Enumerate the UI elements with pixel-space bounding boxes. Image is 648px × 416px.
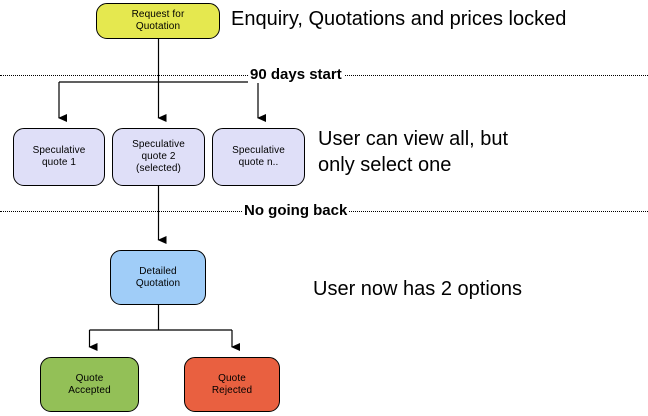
- node-detailed-quotation[interactable]: Detailed Quotation: [110, 250, 206, 305]
- annotation-phase-2: User can view all, but only select one: [318, 128, 509, 176]
- node-speculative-quote-1[interactable]: Speculative quote 1: [13, 128, 105, 186]
- annotation-phase-3: User now has 2 options: [313, 278, 523, 300]
- connector-rfq-to-speculative: [58, 39, 266, 122]
- annotation-phase-1: Enquiry, Quotations and prices locked: [231, 8, 567, 30]
- phase-divider-label-no-going-back: No going back: [242, 202, 350, 219]
- connector-detailed-to-outcomes: [88, 305, 240, 351]
- node-request-for-quotation[interactable]: Request for Quotation: [96, 3, 220, 39]
- node-quote-accepted[interactable]: Quote Accepted: [40, 357, 139, 412]
- node-speculative-quote-n[interactable]: Speculative quote n..: [212, 128, 305, 186]
- node-quote-rejected[interactable]: Quote Rejected: [184, 357, 280, 412]
- phase-divider-label-90-days-start: 90 days start: [248, 66, 344, 83]
- node-speculative-quote-2-selected[interactable]: Speculative quote 2 (selected): [112, 128, 205, 186]
